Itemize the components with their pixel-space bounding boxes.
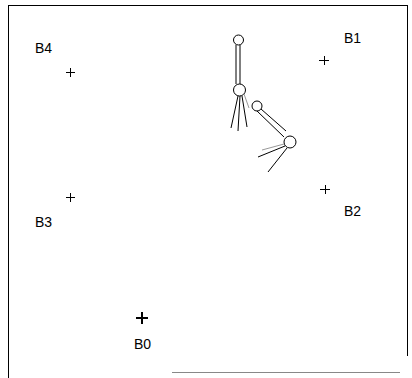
beacon-markers — [66, 56, 330, 324]
beacon-label: B0 — [134, 336, 151, 352]
frame-top — [8, 5, 408, 6]
beacon-cross — [319, 56, 329, 65]
frame — [8, 5, 408, 378]
trail-line — [236, 45, 237, 84]
robot-pose — [234, 35, 244, 45]
sensor-ray — [231, 96, 238, 128]
sensor-ray — [238, 96, 240, 131]
beacon-cross — [66, 68, 75, 77]
trail-line — [257, 111, 284, 137]
frame-right — [407, 5, 408, 356]
trail-line — [240, 45, 241, 84]
robot-trail — [231, 35, 296, 172]
beacon-label: B3 — [35, 214, 52, 230]
beacon-label: B4 — [35, 40, 52, 56]
sensor-ray — [244, 94, 249, 108]
robot-pose — [252, 101, 262, 111]
beacon-label: B1 — [344, 30, 361, 46]
robot-pose — [284, 136, 296, 148]
sensor-ray — [268, 148, 287, 172]
frame-left — [8, 5, 9, 378]
beacon-label: B2 — [344, 203, 361, 219]
beacon-cross — [320, 185, 330, 194]
beacon-cross — [66, 193, 75, 202]
trail-line — [261, 109, 286, 131]
frame-bottom — [172, 372, 400, 373]
beacon-cross — [136, 312, 148, 324]
sensor-ray — [262, 144, 284, 150]
